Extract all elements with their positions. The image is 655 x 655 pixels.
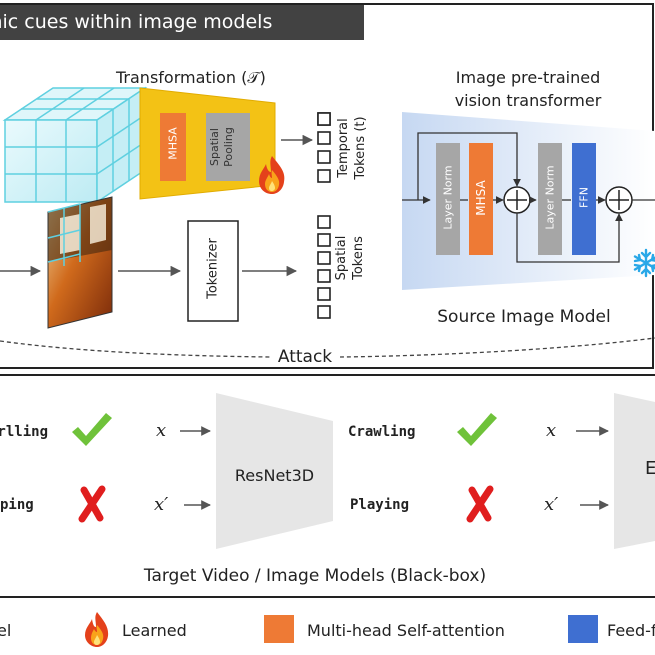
vit-title-line2: vision transformer [454, 91, 602, 110]
spatial-pooling-block [206, 113, 250, 181]
snowflake-icon [633, 248, 655, 278]
prediction-adv-left: ping [0, 497, 34, 513]
legend-mhsa: Multi-head Self-attention [307, 621, 505, 640]
prediction-adv-right: Playing [350, 497, 410, 513]
target-models-caption: Target Video / Image Models (Black-box) [143, 566, 487, 586]
legend-ffn-partial: Feed-f [607, 621, 655, 640]
source-model-label: Source Image Model [437, 307, 611, 327]
layer-norm-block-1 [436, 143, 460, 255]
spatial-tokens [317, 215, 331, 319]
cross-icon [78, 485, 106, 523]
prediction-clean-left: rlling [0, 424, 48, 440]
layer-norm-block-2 [538, 143, 562, 255]
mhsa-block-vit [469, 143, 493, 255]
temporal-tokens [317, 112, 331, 183]
figure-title: mic cues within image models [0, 11, 273, 33]
input-clean-right: x [546, 420, 557, 441]
image-frame-icon [47, 196, 113, 329]
input-clean-left: x [156, 420, 167, 441]
tokenizer-block [187, 220, 239, 322]
ffn-block [572, 143, 596, 255]
mhsa-block-transform [160, 113, 186, 181]
right-target-model [614, 393, 655, 549]
checkmark-icon [457, 413, 497, 446]
figure-title-bar: mic cues within image models [0, 4, 364, 40]
ffn-text: FFN [577, 187, 591, 208]
spatial-tokens-label: Spatial Tokens [334, 235, 366, 281]
tokenizer-text: Tokenizer [205, 238, 221, 299]
layer-norm-text-2: Layer Norm [543, 165, 557, 230]
legend-learned: Learned [122, 621, 187, 640]
cross-icon [466, 485, 494, 523]
temporal-tokens-label: Temporal Tokens (t) [336, 116, 368, 180]
right-model-label: E [645, 458, 655, 479]
checkmark-icon [72, 413, 112, 446]
vit-title-line1: Image pre-trained [455, 68, 601, 87]
attack-label: Attack [277, 347, 333, 367]
fire-icon [259, 156, 285, 194]
legend-item-partial: el [0, 621, 12, 640]
mhsa-text-transform: MHSA [166, 127, 180, 160]
add-node-2 [605, 186, 633, 214]
add-node-1 [503, 186, 531, 214]
transformation-label: Transformation (𝒯) [116, 68, 266, 87]
video-cube-icon [2, 86, 148, 204]
legend-mhsa-swatch [264, 615, 294, 643]
input-adv-right: x′ [544, 494, 559, 515]
legend-ffn-swatch [568, 615, 598, 643]
fire-icon [85, 612, 109, 647]
input-adv-left: x′ [154, 494, 169, 515]
spatial-pooling-text: Spatial Pooling [208, 127, 235, 167]
mhsa-text-vit: MHSA [474, 180, 488, 216]
prediction-clean-right: Crawling [348, 424, 416, 440]
resnet3d-model [216, 393, 333, 549]
layer-norm-text-1: Layer Norm [441, 165, 455, 230]
resnet3d-label: ResNet3D [234, 466, 315, 485]
